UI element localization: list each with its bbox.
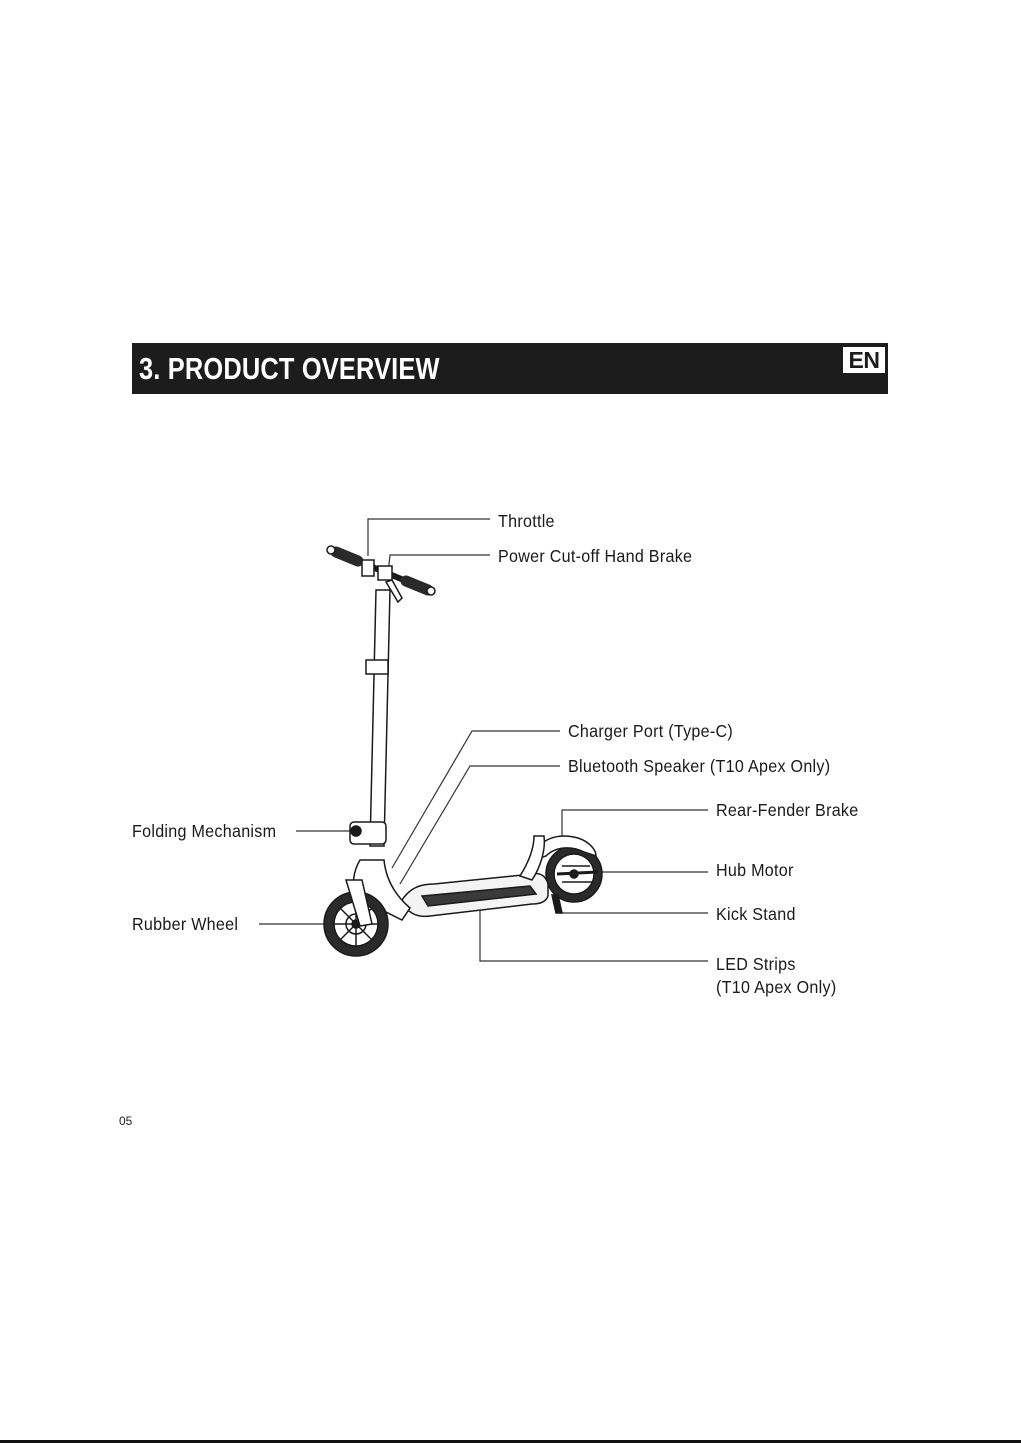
page-number: 05 xyxy=(119,1114,132,1128)
label-rubber-wheel: Rubber Wheel xyxy=(132,913,238,935)
label-rear-fender-brake: Rear-Fender Brake xyxy=(716,799,858,821)
label-led-strips-note: (T10 Apex Only) xyxy=(716,976,836,998)
scooter xyxy=(324,546,602,956)
leader-led-strips xyxy=(480,906,708,961)
label-charger-port: Charger Port (Type-C) xyxy=(568,720,733,742)
label-hand-brake: Power Cut-off Hand Brake xyxy=(498,545,692,567)
stem-clamp xyxy=(366,660,388,674)
leader-throttle xyxy=(368,519,490,556)
label-hub-motor: Hub Motor xyxy=(716,859,794,881)
deck-rear-rise xyxy=(520,836,544,880)
steering-stem xyxy=(370,590,390,846)
label-led-strips: LED Strips xyxy=(716,953,796,975)
label-kick-stand: Kick Stand xyxy=(716,903,796,925)
leader-rear-fender-brake xyxy=(562,810,708,836)
throttle-shape xyxy=(362,560,374,576)
leader-hand-brake xyxy=(388,555,490,573)
label-folding-mechanism: Folding Mechanism xyxy=(132,820,276,842)
label-throttle: Throttle xyxy=(498,510,555,532)
label-bluetooth-speaker: Bluetooth Speaker (T10 Apex Only) xyxy=(568,755,830,777)
